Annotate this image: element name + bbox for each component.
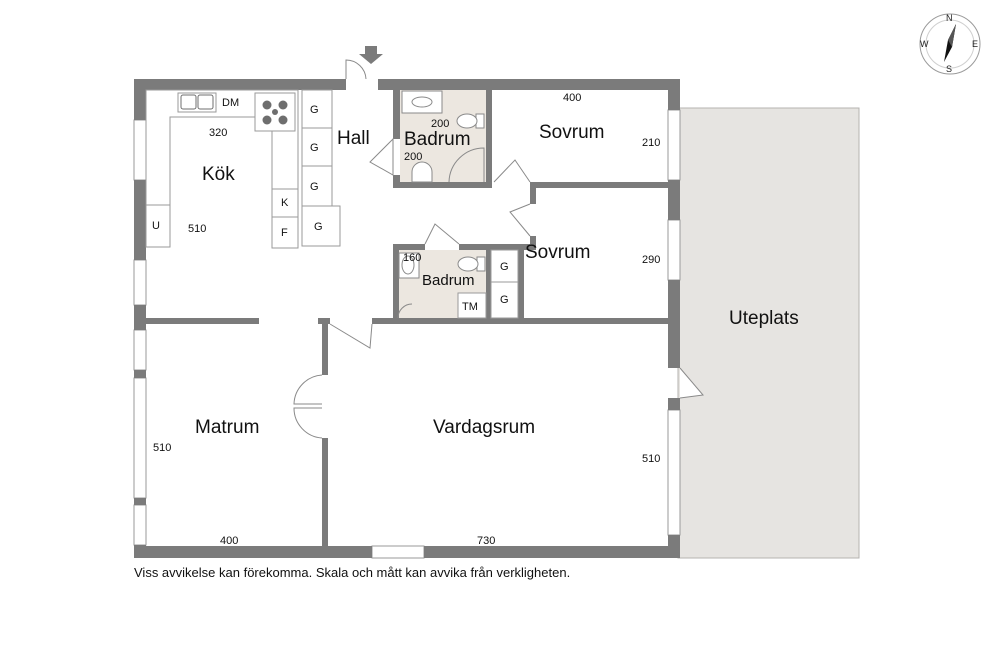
entrance-arrow-icon — [359, 46, 383, 64]
wardrobe-label: G — [310, 181, 319, 193]
washer-label: TM — [462, 301, 478, 313]
bedroom-1-door — [493, 159, 531, 183]
hall-wardrobes — [301, 89, 519, 319]
dim-bath-large-width: 200 — [431, 118, 449, 130]
shower-door — [448, 147, 485, 183]
wardrobe-label: G — [310, 142, 319, 154]
window — [133, 329, 147, 371]
wardrobe-label: G — [500, 261, 509, 273]
dim-bedroom-2-depth: 290 — [642, 254, 660, 266]
compass-icon: N E S W — [919, 13, 981, 75]
fridge-label: K — [281, 197, 289, 209]
dim-kitchen-depth: 510 — [188, 223, 206, 235]
dim-bedroom-1-width: 400 — [563, 92, 581, 104]
window — [667, 109, 681, 181]
oven-label: U — [152, 220, 160, 232]
double-door-bottom — [293, 407, 323, 439]
dim-bath-large-depth: 200 — [404, 151, 422, 163]
room-bedroom-1: Sovrum — [539, 122, 604, 143]
bath-fixtures — [398, 90, 486, 279]
window — [133, 119, 147, 181]
dim-living-width: 730 — [477, 535, 495, 547]
walls — [134, 79, 680, 558]
room-hall: Hall — [337, 128, 370, 149]
bath-door — [369, 137, 394, 176]
dim-living-depth: 510 — [642, 453, 660, 465]
small-bath-door — [424, 223, 460, 245]
window — [133, 259, 147, 306]
room-living: Vardagsrum — [433, 417, 535, 438]
dim-kitchen-width: 320 — [209, 127, 227, 139]
wardrobe-label: G — [314, 221, 323, 233]
windows — [133, 109, 681, 559]
compass-north: N — [946, 13, 953, 23]
dim-dining-depth: 510 — [153, 442, 171, 454]
window — [667, 219, 681, 281]
window — [667, 409, 681, 536]
wardrobe-label: G — [310, 104, 319, 116]
washer — [457, 292, 487, 319]
room-kitchen: Kök — [202, 164, 235, 185]
doors — [293, 59, 704, 439]
compass-east: E — [972, 39, 978, 49]
window — [133, 377, 147, 499]
living-door — [329, 323, 373, 349]
freezer-label: F — [281, 227, 288, 239]
patio-door — [679, 367, 704, 399]
wardrobe-label: G — [500, 294, 509, 306]
patio-area — [677, 107, 860, 559]
fridge — [271, 188, 299, 218]
dim-bedroom-1-depth: 210 — [642, 137, 660, 149]
dim-dining-width: 400 — [220, 535, 238, 547]
small-bath-shower — [397, 303, 413, 319]
entrance-door — [345, 59, 367, 80]
oven — [145, 204, 171, 248]
dim-bath-small-width: 160 — [403, 252, 421, 264]
disclaimer-text: Viss avvikelse kan förekomma. Skala och … — [134, 565, 571, 580]
compass-south: S — [946, 64, 952, 74]
window — [133, 504, 147, 546]
room-dining: Matrum — [195, 417, 259, 438]
double-door-top — [293, 374, 323, 405]
freezer — [271, 216, 299, 249]
room-bedroom-2: Sovrum — [525, 242, 590, 263]
compass-west: W — [920, 39, 929, 49]
room-bath-large: Badrum — [404, 129, 471, 150]
room-patio: Uteplats — [729, 308, 799, 329]
room-bath-small: Badrum — [422, 272, 475, 289]
window — [371, 545, 425, 559]
dishwasher-label: DM — [222, 97, 239, 109]
bedroom-2-door — [509, 203, 531, 237]
sink-icon — [177, 92, 217, 113]
